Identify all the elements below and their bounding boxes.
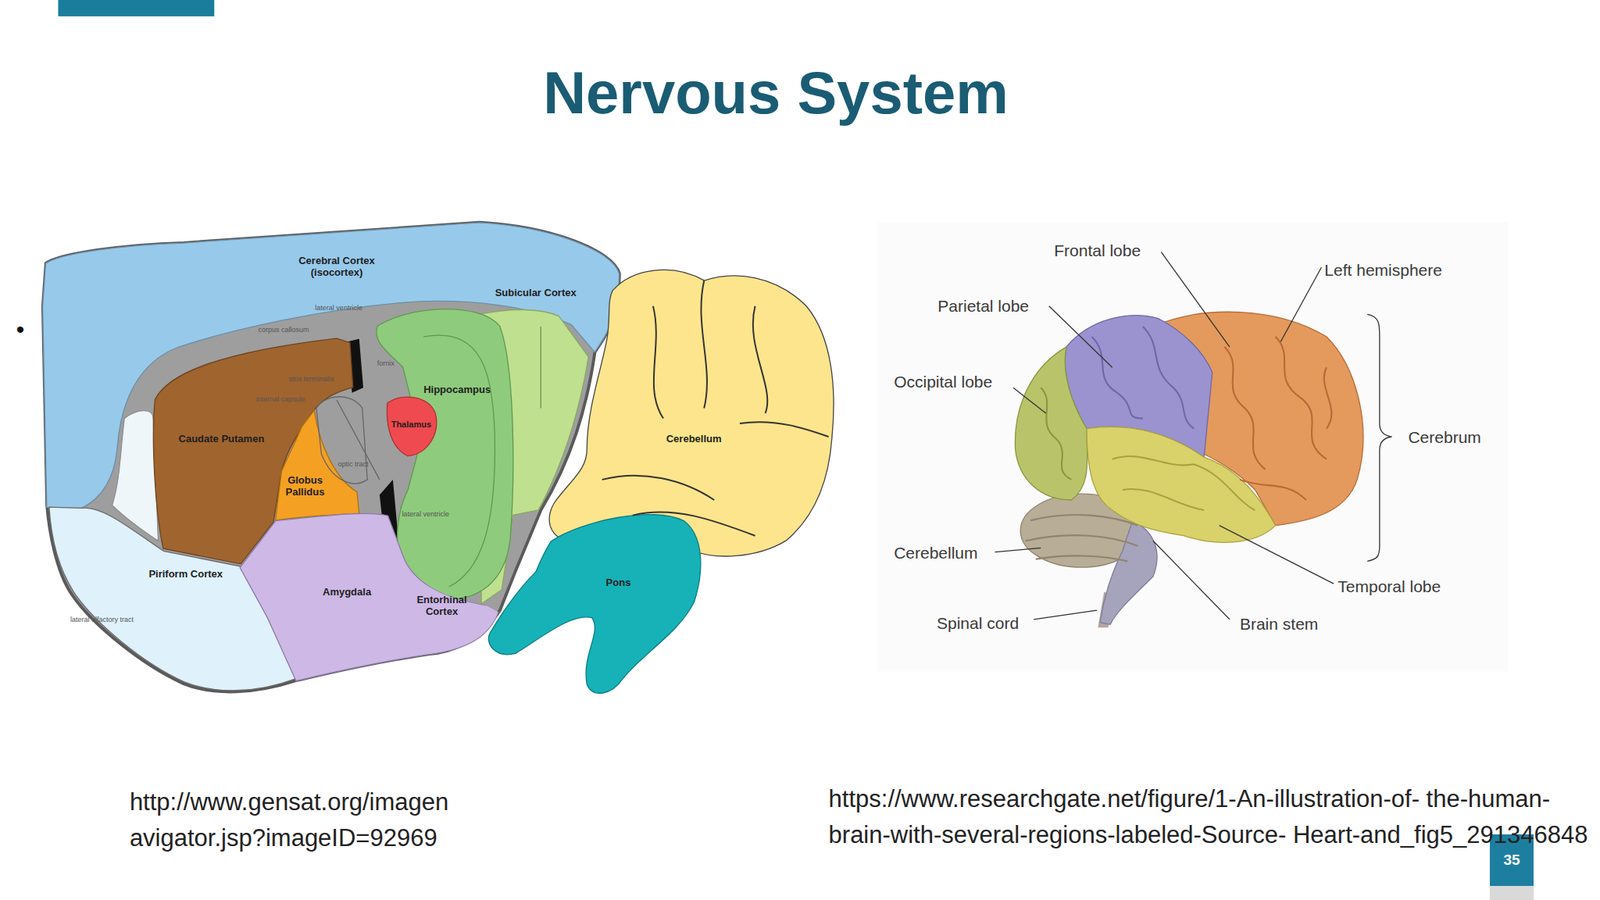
gyrus-line — [1092, 336, 1143, 418]
folia-line — [1030, 514, 1138, 526]
region-label: Amygdala — [322, 585, 372, 598]
leader-line — [1219, 525, 1334, 584]
fold-line — [753, 306, 768, 414]
structure-label: fornix — [377, 359, 395, 367]
region-outline — [239, 513, 498, 681]
thalamus-region: Thalamus — [381, 390, 443, 461]
pons-region: Pons — [479, 505, 710, 705]
source-url: https://www.researchgate.net/figure/1-An… — [828, 781, 1600, 854]
gyrus-line — [1324, 367, 1333, 429]
structure-label: internal capsule — [256, 395, 306, 403]
structure-label: lateral ventricle — [314, 304, 363, 312]
region-label: Entorhinal Cortex — [410, 594, 474, 618]
structure-label: lateral ventricle — [401, 510, 450, 518]
region-outline — [387, 556, 498, 654]
region-shape — [535, 260, 840, 564]
brain-part-label: Temporal lobe — [1337, 577, 1441, 594]
fiber-line — [336, 400, 380, 480]
gyrus-line — [1224, 346, 1265, 470]
brain-part-label: Cerebellum — [893, 543, 978, 561]
brain-part-label: Spinal cord — [936, 614, 1019, 631]
region-label: Thalamus — [391, 419, 432, 430]
brain-part-label: Occipital lobe — [893, 373, 993, 390]
brain-part-label: Parietal lobe — [937, 296, 1029, 314]
region-label: Pons — [606, 576, 632, 589]
temporal-lobe — [1086, 426, 1276, 543]
leader-line — [1013, 387, 1047, 414]
cerebellum-folds — [602, 280, 829, 536]
folia-line — [1035, 555, 1129, 561]
structure-label: corpus callosum — [258, 325, 310, 333]
region-label: Piriform Cortex — [148, 568, 223, 581]
fold-line — [653, 306, 664, 419]
gyri — [1025, 326, 1333, 561]
leader-line — [1153, 540, 1230, 620]
region-outline — [549, 270, 834, 557]
gyrus-line — [1040, 387, 1072, 480]
region-outline — [488, 514, 700, 693]
region-shape — [479, 505, 710, 705]
structure-label: lateral olfactory tract — [70, 615, 134, 623]
region-label: Caudate Putamen — [178, 432, 265, 445]
slide-title: Nervous System — [542, 58, 1009, 127]
fold-line — [700, 280, 708, 408]
subicular-line — [540, 326, 542, 408]
leader-line — [1049, 306, 1113, 368]
region-label: Cerebellum — [666, 432, 722, 445]
leader-line — [1280, 267, 1322, 342]
folia-line — [1025, 535, 1139, 547]
image-panel — [877, 222, 1508, 672]
fold-line — [602, 475, 715, 500]
region-label: Hippocampus — [423, 383, 491, 396]
structure-label: optic tract — [337, 460, 368, 468]
leader-line — [1160, 252, 1230, 347]
brain-stem — [1100, 520, 1158, 625]
bullet: • — [16, 317, 25, 342]
page-number: 35 — [1503, 851, 1520, 869]
gyrus-line — [1239, 479, 1307, 500]
brain-part-label: Cerebrum — [1407, 428, 1481, 446]
region-outline — [387, 396, 437, 456]
brain-part-label: Left hemisphere — [1324, 260, 1443, 278]
hippocampus-line — [423, 335, 495, 587]
entorhinal-region: Entorhinal Cortex — [382, 550, 500, 658]
gyrus-line — [1112, 456, 1256, 511]
region-label: Subicular Cortex — [495, 286, 577, 299]
gyrus-line — [1122, 489, 1204, 511]
fold-line — [632, 511, 756, 536]
cerebellum-region: Cerebellum — [535, 260, 840, 564]
fold-line — [739, 421, 829, 437]
leader-line — [1033, 610, 1097, 620]
accent-bar — [57, 0, 215, 17]
occipital-lobe — [1014, 346, 1087, 500]
region-label: Globus Pallidus — [281, 475, 330, 499]
brain-part-label: Brain stem — [1239, 615, 1318, 633]
page-strip — [1489, 885, 1534, 900]
cerebrum-bracket — [1367, 314, 1392, 561]
structure-label: stria terminalis — [288, 375, 334, 383]
leader-lines — [994, 252, 1392, 620]
source-url: http://www.gensat.org/imagen avigator.js… — [129, 784, 552, 857]
leader-line — [994, 547, 1041, 552]
region-label: Cerebral Cortex (isocortex) — [292, 255, 381, 279]
brain-part-label: Frontal lobe — [1053, 242, 1141, 259]
gyrus-line — [1142, 326, 1194, 429]
gyrus-line — [1275, 336, 1327, 460]
